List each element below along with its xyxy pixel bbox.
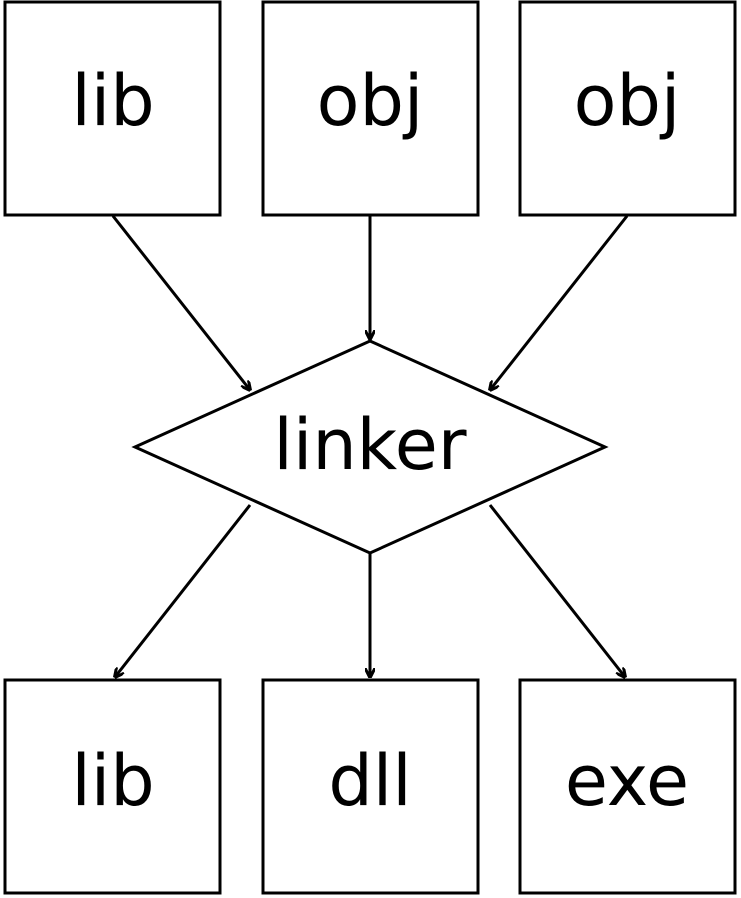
linker-node: linker xyxy=(131,339,609,555)
linker-node-label: linker xyxy=(273,404,466,486)
output-node-lib: lib xyxy=(3,678,222,895)
output-node-dll-label: dll xyxy=(328,740,411,822)
edge-linker-to-output-exe xyxy=(488,504,625,677)
output-node-dll: dll xyxy=(261,678,480,895)
output-node-exe-label: exe xyxy=(565,740,689,822)
input-node-obj-2: obj xyxy=(518,0,737,217)
output-node-lib-label: lib xyxy=(71,740,154,822)
input-node-lib-label: lib xyxy=(71,60,154,142)
edge-input-obj-2-to-linker xyxy=(490,215,629,390)
input-node-obj-1-label: obj xyxy=(317,60,424,142)
edge-linker-to-output-lib xyxy=(115,504,252,677)
edge-input-lib-to-linker xyxy=(111,215,250,390)
input-node-obj-1: obj xyxy=(261,0,480,217)
input-node-obj-2-label: obj xyxy=(574,60,681,142)
input-node-lib: lib xyxy=(3,0,222,217)
output-node-exe: exe xyxy=(518,678,737,895)
